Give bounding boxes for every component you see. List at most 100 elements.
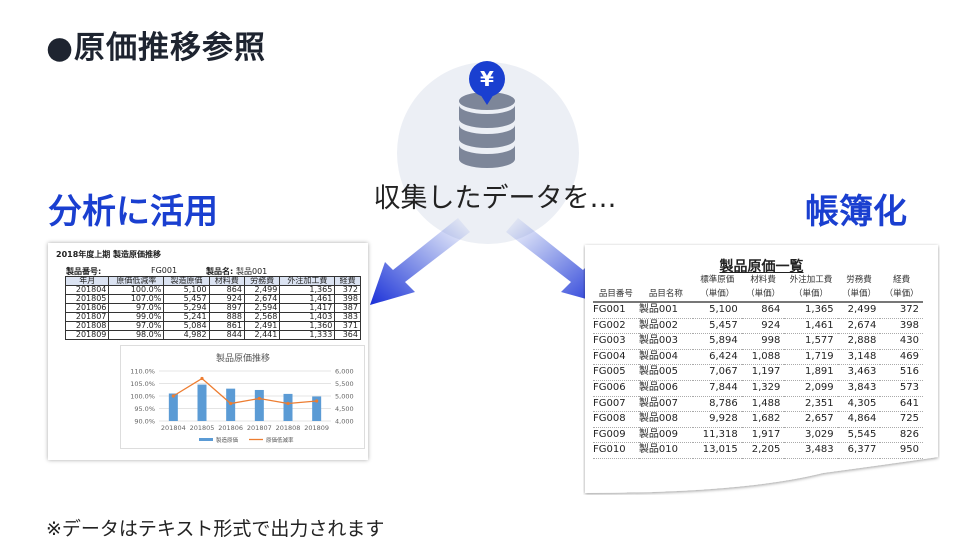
bar <box>312 396 322 421</box>
table-cell: 9,928 <box>692 411 742 428</box>
product-name-label: 製品名: <box>206 267 234 276</box>
table-cell: FG002 <box>593 318 639 335</box>
table-cell: 3,843 <box>837 380 881 397</box>
table-cell: 製品007 <box>638 396 693 413</box>
line-point <box>229 401 233 406</box>
table-cell: 1,365 <box>784 302 838 319</box>
table-cell: 5,894 <box>692 333 742 350</box>
table-cell: 3,148 <box>837 349 881 366</box>
table-cell: 1,719 <box>784 349 838 366</box>
left-tick-label: 95.0% <box>134 405 155 413</box>
table-cell: 924 <box>741 318 785 335</box>
table-cell: 1,488 <box>741 396 785 413</box>
table-cell: 1,088 <box>741 349 785 366</box>
yen-symbol: ¥ <box>480 67 494 91</box>
x-tick-label: 201804 <box>161 424 186 432</box>
table-cell: 725 <box>880 411 923 428</box>
table-cell: 3,029 <box>784 427 838 444</box>
x-tick-label: 201808 <box>276 424 301 432</box>
table-cell: 製品009 <box>638 427 693 444</box>
table-cell: 1,917 <box>741 427 785 444</box>
x-tick-label: 201806 <box>218 424 243 432</box>
right-tick-label: 4,000 <box>335 418 354 426</box>
footer-note: ※データはテキスト形式で出力されます <box>46 518 385 540</box>
yen-pin-icon <box>469 61 505 105</box>
table-cell: FG003 <box>593 333 639 350</box>
bar <box>283 393 293 421</box>
table-cell: 1,333 <box>279 330 336 340</box>
line-series <box>172 377 317 405</box>
line-point <box>286 401 290 406</box>
header-label: 経費 <box>893 275 911 285</box>
header-unit: （単価） <box>746 289 781 299</box>
table-cell: 4,982 <box>163 330 210 340</box>
header-unit: （単価） <box>700 289 735 299</box>
table-cell: 2,099 <box>784 380 838 397</box>
left-tick-label: 90.0% <box>134 418 155 426</box>
table-cell: 950 <box>880 442 923 459</box>
table-cell: 573 <box>880 380 923 397</box>
ledger-document: 製品原価一覧 品目番号品目名称標準原価（単価）材料費（単価）外注加工費（単価）労… <box>583 243 940 495</box>
table-cell: 製品005 <box>638 364 693 381</box>
table-cell: 2,888 <box>837 333 881 350</box>
table-cell: 製品003 <box>638 333 693 350</box>
legend-bar-label: 製造原価 <box>216 436 239 444</box>
table-cell: 13,015 <box>692 442 742 459</box>
table-cell: 864 <box>741 302 785 319</box>
column-header: 労務費 （単価） <box>837 273 881 303</box>
header-label: 材料費 <box>750 275 776 285</box>
table-cell: 2,351 <box>784 396 838 413</box>
table-cell: 11,318 <box>692 427 742 444</box>
table-cell: 2,657 <box>784 411 838 428</box>
right-tick-label: 4,500 <box>335 405 354 413</box>
x-tick-label: 201809 <box>304 424 329 432</box>
header-unit: （単価） <box>841 289 876 299</box>
bar <box>254 389 264 421</box>
analyze-heading: 分析に活用 <box>48 192 218 232</box>
table-cell: 7,067 <box>692 364 742 381</box>
header-label: 外注加工費 <box>789 275 833 285</box>
product-no-label: 製品番号: <box>66 267 102 276</box>
analysis-spreadsheet: 2018年度上期 製造原価推移 製品番号: FG001 製品名: 製品001 年… <box>48 243 368 460</box>
line-point <box>257 396 261 401</box>
table-cell: 1,577 <box>784 333 838 350</box>
page-title: ●原価推移参照 <box>46 30 267 66</box>
table-cell: 641 <box>880 396 923 413</box>
legend-line-label: 原価低減率 <box>266 436 294 444</box>
table-cell: 516 <box>880 364 923 381</box>
table-cell: FG006 <box>593 380 639 397</box>
table-cell: 998 <box>741 333 785 350</box>
bar <box>168 393 178 421</box>
chart-title: 製品原価推移 <box>216 352 270 364</box>
table-cell: 826 <box>880 427 923 444</box>
table-cell: 372 <box>880 302 923 319</box>
table-cell: FG010 <box>593 442 639 459</box>
header-label: 品目名称 <box>648 289 683 299</box>
right-tick-label: 6,000 <box>335 368 354 376</box>
table-cell: 398 <box>880 318 923 335</box>
table-cell: 1,682 <box>741 411 785 428</box>
table-cell: 4,864 <box>837 411 881 428</box>
table-cell: FG009 <box>593 427 639 444</box>
table-cell: 製品010 <box>638 442 693 459</box>
line-point <box>171 394 175 398</box>
header-label: 労務費 <box>846 275 872 285</box>
table-cell: 製品004 <box>638 349 693 366</box>
database-icon: ¥ <box>459 61 515 168</box>
left-tick-label: 105.0% <box>130 380 155 388</box>
table-cell: 5,545 <box>837 427 881 444</box>
table-cell: 201809 <box>64 330 110 340</box>
table-cell: 5,100 <box>692 302 742 319</box>
table-cell: 製品002 <box>638 318 693 335</box>
